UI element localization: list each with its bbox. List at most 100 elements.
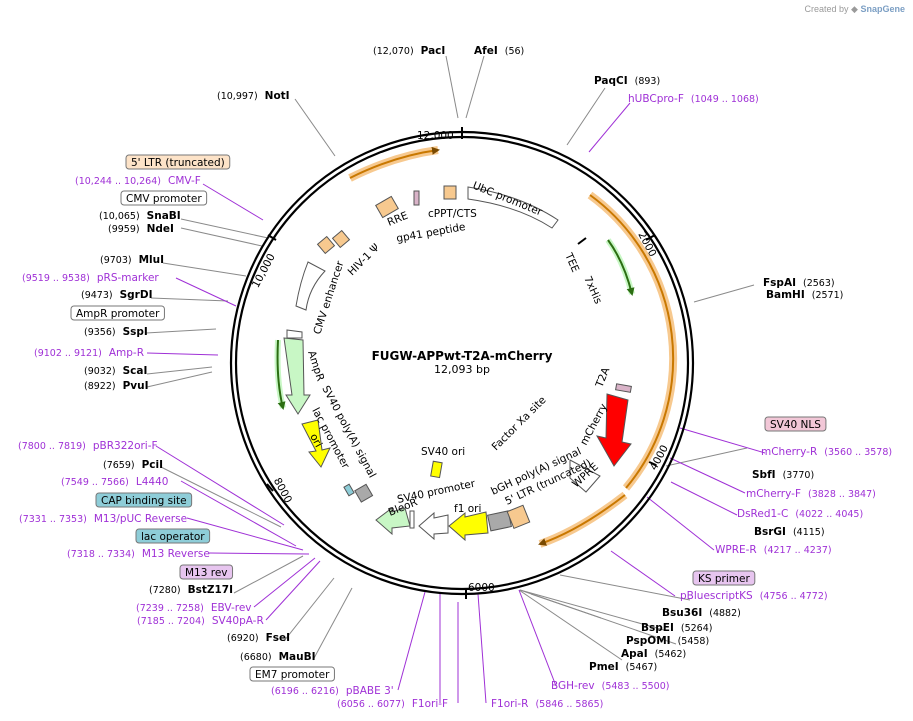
position-text: (10,244 .. 10,264) bbox=[75, 176, 161, 187]
name-text: BGH-rev bbox=[551, 680, 595, 692]
label-maubi[interactable]: (6680)MauBI bbox=[240, 651, 316, 663]
label-paqci[interactable]: (893) PaqCI bbox=[594, 75, 660, 87]
label-bgh-rev[interactable]: (5483 .. 5500)BGH-rev bbox=[551, 680, 669, 692]
feature-f1-ori bbox=[448, 511, 489, 542]
label-pbr322ori-f[interactable]: (7800 .. 7819)pBR322ori-F bbox=[18, 440, 158, 452]
label-m13-puc-reverse[interactable]: (7331 .. 7353)M13/pUC Reverse bbox=[19, 513, 187, 525]
position-text: (7659) bbox=[103, 460, 135, 471]
label-hubcpro-f[interactable]: (1049 .. 1068)hUBCpro-F bbox=[628, 93, 759, 105]
label-sspi[interactable]: (9356)SspI bbox=[84, 326, 148, 338]
feature-lac bbox=[343, 483, 355, 497]
label-bsrgi[interactable]: (4115)BsrGI bbox=[754, 526, 825, 538]
label-f1ori-f[interactable]: (6056 .. 6077)F1ori-F bbox=[337, 698, 448, 710]
label-fsei[interactable]: (6920)FseI bbox=[227, 632, 290, 644]
label-f1ori-r[interactable]: (5846 .. 5865)F1ori-R bbox=[491, 698, 603, 710]
label-bspei[interactable]: (5264)BspEI bbox=[641, 622, 712, 634]
feature-gp41 bbox=[413, 190, 420, 206]
name-text: PaqCI bbox=[594, 75, 628, 87]
feature-ltr-truncated bbox=[506, 504, 531, 529]
arc-ltr bbox=[349, 146, 440, 179]
position-text: (5846 .. 5865) bbox=[535, 699, 603, 710]
label-pcii[interactable]: (7659)PciI bbox=[103, 459, 163, 471]
feature-box-text: M13 rev bbox=[185, 567, 228, 579]
position-text: (893) bbox=[635, 76, 661, 87]
primer-leaders bbox=[146, 102, 766, 704]
position-text: (5458) bbox=[678, 636, 710, 647]
label-wpre-r[interactable]: (4217 .. 4237)WPRE-R bbox=[715, 544, 832, 556]
feature-box-text: SV40 NLS bbox=[770, 419, 821, 431]
position-text: (7549 .. 7566) bbox=[61, 477, 129, 488]
label-cppt: cPPT/CTS bbox=[428, 208, 477, 220]
label-dsred1-c[interactable]: (4022 .. 4045)DsRed1-C bbox=[737, 508, 863, 520]
feature-box bbox=[179, 564, 234, 580]
label-bamhi[interactable]: (2571)BamHI bbox=[766, 289, 843, 301]
position-text: (3770) bbox=[783, 470, 815, 481]
name-text: CMV-F bbox=[168, 175, 201, 187]
snapgene-credit: Created by ◆ SnapGene bbox=[805, 4, 906, 15]
position-text: (9703) bbox=[100, 255, 132, 266]
label-hiv-psi: HIV-1 Ψ bbox=[346, 242, 383, 279]
label-bsu36i[interactable]: (4882)Bsu36I bbox=[662, 607, 741, 619]
arc-wpre bbox=[589, 194, 675, 489]
position-text: (2571) bbox=[812, 290, 844, 301]
label-cap-binding-site[interactable]: CAP binding site bbox=[95, 492, 193, 508]
name-text: PmeI bbox=[589, 661, 619, 673]
label-cmv-f[interactable]: (10,244 .. 10,264) CMV-F bbox=[75, 175, 201, 187]
label-ebv-rev[interactable]: (7239 .. 7258)EBV-rev bbox=[136, 602, 252, 614]
label-m13-rev[interactable]: M13 rev bbox=[179, 564, 234, 580]
name-text: MluI bbox=[139, 254, 164, 266]
credit-prefix: Created by bbox=[804, 4, 849, 14]
label-sgrdi[interactable]: (9473)SgrDI bbox=[81, 289, 152, 301]
label-mlui[interactable]: (9703) MluI bbox=[100, 254, 164, 266]
label-lac-operator[interactable]: lac operator bbox=[135, 528, 211, 544]
label-mcherry-f[interactable]: (3828 .. 3847)mCherry-F bbox=[746, 488, 876, 500]
label-prs-marker[interactable]: (9519 .. 9538)pRS-marker bbox=[22, 272, 159, 284]
label-amp-r[interactable]: (9102 .. 9121)Amp-R bbox=[34, 347, 144, 359]
label-scai[interactable]: (9032)ScaI bbox=[84, 365, 147, 377]
label-bstz17i[interactable]: (7280)BstZ17I bbox=[149, 584, 233, 596]
feature-em7 bbox=[409, 510, 415, 529]
feature-ubc-promoter bbox=[467, 186, 559, 229]
name-text: pBluescriptKS bbox=[680, 590, 753, 602]
feature-box bbox=[692, 570, 756, 586]
label-fspai[interactable]: (2563)FspAI bbox=[763, 277, 835, 289]
label-pspomi[interactable]: (5458)PspOMI bbox=[626, 635, 709, 647]
name-text: mCherry-R bbox=[761, 446, 817, 458]
label-cmv-promoter[interactable]: CMV promoter bbox=[120, 190, 208, 206]
label-mcherry-r[interactable]: (3560 .. 3578)mCherry-R bbox=[761, 446, 892, 458]
feature-sv40-polya bbox=[354, 483, 374, 503]
label-sv40pa-r[interactable]: (7185 .. 7204)SV40pA-R bbox=[137, 615, 264, 627]
label-paci[interactable]: (12,070)PacI bbox=[373, 45, 445, 57]
label-ampr-promoter[interactable]: AmpR promoter bbox=[70, 305, 165, 321]
position-text: (1049 .. 1068) bbox=[691, 94, 759, 105]
label-m13-reverse[interactable]: (7318 .. 7334)M13 Reverse bbox=[67, 548, 210, 560]
label-ks-primer[interactable]: KS primer bbox=[692, 570, 756, 586]
name-text: Bsu36I bbox=[662, 607, 702, 619]
position-text: (2563) bbox=[803, 278, 835, 289]
label-afei[interactable]: (56)AfeI bbox=[474, 45, 524, 57]
label-sbfi[interactable]: (3770)SbfI bbox=[752, 469, 814, 481]
label-l4440[interactable]: (7549 .. 7566)L4440 bbox=[61, 476, 168, 488]
label-em7-promoter[interactable]: EM7 promoter bbox=[249, 666, 335, 682]
position-text: (9356) bbox=[84, 327, 116, 338]
feature-ori bbox=[301, 419, 331, 468]
label-5-ltr-truncated[interactable]: 5' LTR (truncated) bbox=[125, 154, 231, 170]
feature-hiv-psi-b bbox=[331, 229, 351, 249]
position-text: (9519 .. 9538) bbox=[22, 273, 90, 284]
label-apai[interactable]: (5462)ApaI bbox=[621, 648, 686, 660]
arc-ltr-3-glow bbox=[538, 491, 628, 548]
position-text: (6920) bbox=[227, 633, 259, 644]
name-text: MauBI bbox=[279, 651, 316, 663]
position-text: (4022 .. 4045) bbox=[795, 509, 863, 520]
label-ndei[interactable]: (9959)NdeI bbox=[108, 223, 174, 235]
credit-brand: SnapGene bbox=[860, 4, 905, 14]
label-noti[interactable]: (10,997)NotI bbox=[217, 90, 290, 102]
label-pbluescriptks[interactable]: (4756 .. 4772)pBluescriptKS bbox=[680, 590, 828, 602]
label-sv40-nls[interactable]: SV40 NLS bbox=[764, 416, 827, 432]
label-pmei[interactable]: (5467)PmeI bbox=[589, 661, 657, 673]
arc-green bbox=[607, 239, 635, 296]
label-pbabe-3[interactable]: (6196 .. 6216)pBABE 3' bbox=[271, 685, 394, 697]
label-snabi[interactable]: (10,065)SnaBI bbox=[99, 210, 181, 222]
label-pvui[interactable]: (8922)PvuI bbox=[84, 380, 149, 392]
feature-box-text: AmpR promoter bbox=[76, 308, 160, 320]
